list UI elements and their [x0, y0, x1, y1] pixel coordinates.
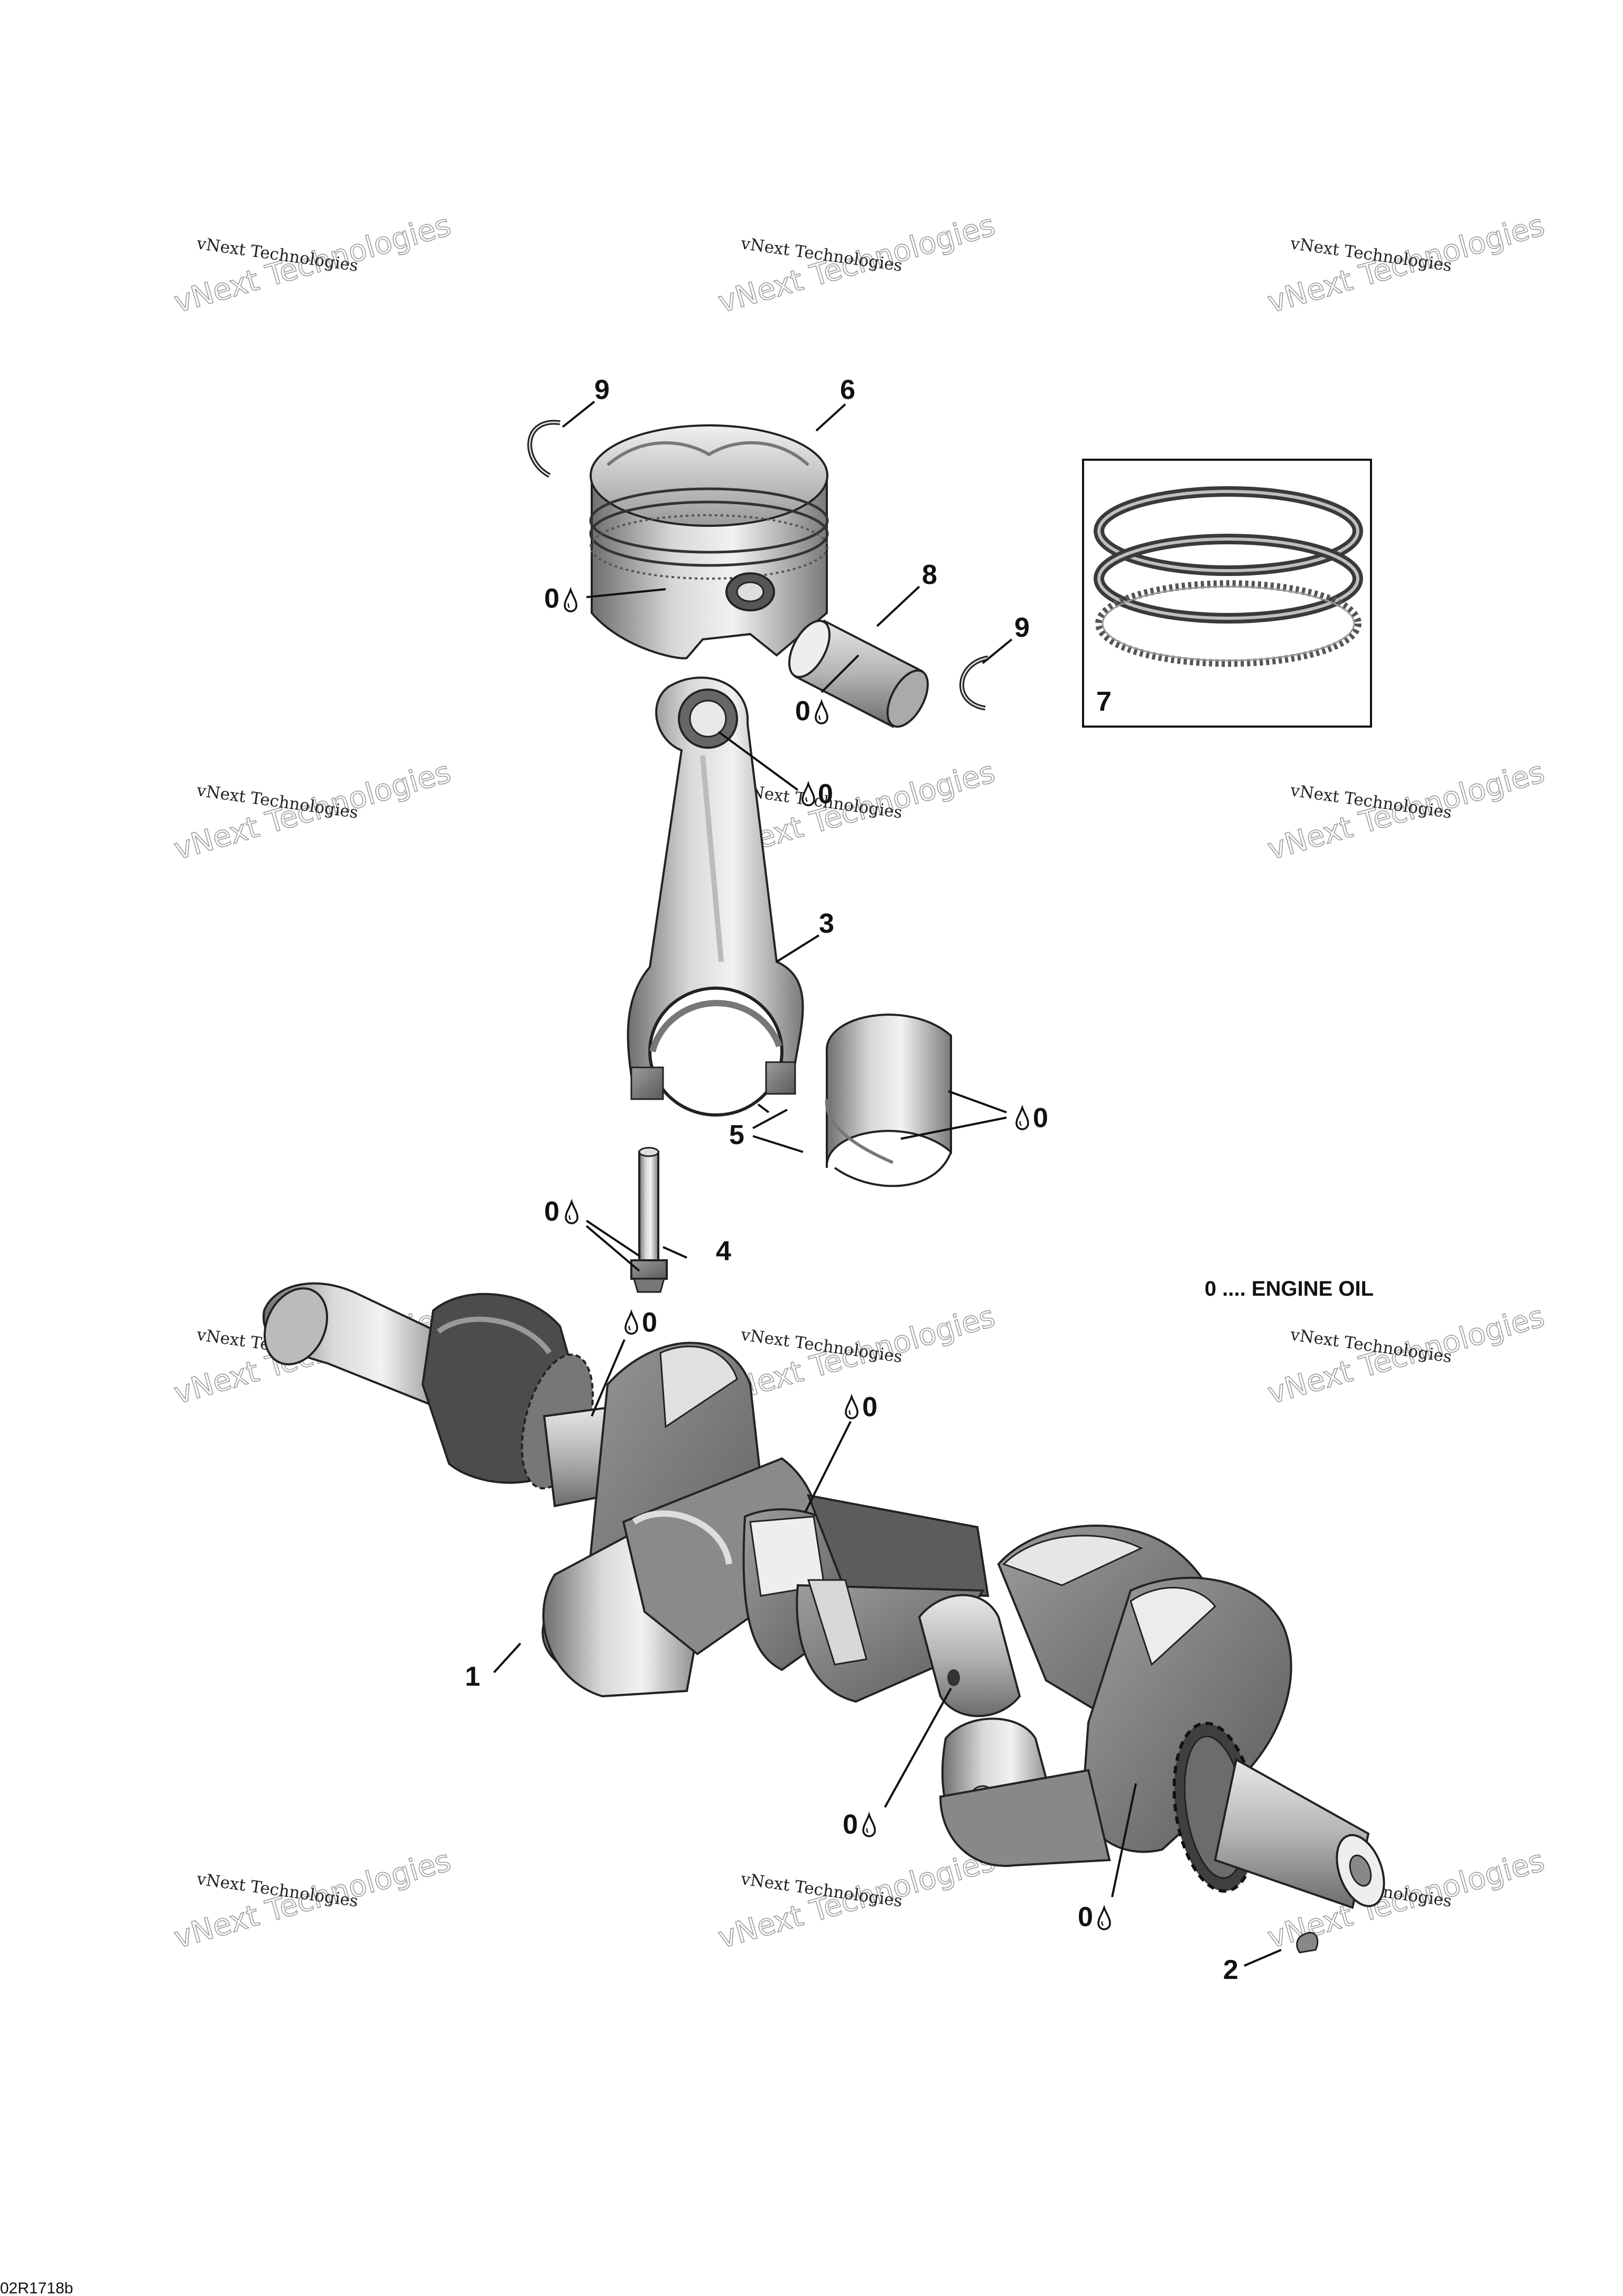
- oil-marker-pin: 0: [795, 696, 828, 727]
- callout-3: 3: [819, 908, 834, 939]
- watermark: vNext Technologies vNext Technologies: [1263, 1299, 1549, 1411]
- oil-marker-crankpin-1: 0: [845, 1392, 878, 1423]
- callout-6: 6: [840, 375, 855, 405]
- callout-5: 5: [729, 1120, 744, 1150]
- svg-text:0: 0: [795, 696, 810, 727]
- oil-marker-bearings: 0: [1015, 1103, 1048, 1133]
- watermark: vNext Technologies vNext Technologies: [170, 755, 455, 867]
- oil-drop-icon: [845, 1396, 859, 1419]
- oil-marker-journal-1: 0: [624, 1307, 657, 1338]
- svg-text:0: 0: [642, 1307, 657, 1338]
- engine-oil-markers: 0 0 0 0 0 0 0 0: [544, 583, 1111, 1932]
- diagram-reference-code: 02R1718b: [0, 2280, 73, 2296]
- rod-bearing-shells: [825, 1014, 952, 1187]
- woodruff-key: [1296, 1931, 1319, 1954]
- oil-drop-icon: [565, 1201, 579, 1224]
- piston-ring-set: [1094, 486, 1363, 667]
- crankshaft: [262, 1282, 1385, 1909]
- oil-marker-crankpin-2: 0: [1078, 1902, 1111, 1932]
- watermark: vNext Technologies vNext Technologies: [170, 208, 455, 320]
- svg-text:0: 0: [544, 583, 559, 614]
- svg-text:0: 0: [862, 1392, 878, 1423]
- watermark: vNext Technologies vNext Technologies: [714, 1843, 999, 1956]
- oil-marker-bolt: 0: [544, 1196, 579, 1227]
- watermark: vNext Technologies vNext Technologies: [1263, 755, 1549, 867]
- oil-drop-icon: [801, 783, 815, 806]
- oil-drop-icon: [1015, 1107, 1029, 1130]
- circlip-left: [527, 420, 561, 478]
- engine-oil-legend: 0 .... ENGINE OIL: [1205, 1277, 1374, 1300]
- callout-7: 7: [1096, 686, 1112, 717]
- svg-text:0: 0: [1078, 1902, 1093, 1932]
- oil-marker-center-journal: 0: [843, 1809, 876, 1840]
- oil-drop-icon: [564, 589, 577, 612]
- callout-labels: 1 2 3 4 5 6 7 8 9 9: [465, 375, 1238, 1985]
- connecting-rod: [627, 676, 804, 1117]
- piston: [589, 424, 829, 659]
- callout-1: 1: [465, 1661, 480, 1692]
- callout-2: 2: [1223, 1955, 1238, 1985]
- callout-9-right: 9: [1014, 612, 1030, 643]
- watermark: vNext Technologies vNext Technologies: [714, 208, 999, 320]
- leader-lines: [493, 401, 1282, 1967]
- svg-text:0: 0: [544, 1196, 559, 1227]
- callout-8: 8: [922, 560, 937, 590]
- piston-pin: [788, 619, 929, 728]
- watermark: vNext Technologies vNext Technologies: [170, 1843, 455, 1956]
- watermark: vNext Technologies vNext Technologies: [714, 1299, 999, 1411]
- oil-marker-rod-small-end: 0: [801, 779, 833, 810]
- svg-text:0: 0: [843, 1809, 858, 1840]
- svg-text:0: 0: [818, 779, 833, 810]
- oil-marker-piston: 0: [544, 583, 577, 614]
- piston-ring-set-box: [1082, 459, 1372, 728]
- circlip-right: [959, 655, 988, 711]
- watermark: vNext Technologies vNext Technologies: [1263, 208, 1549, 320]
- oil-drop-icon: [1097, 1907, 1111, 1930]
- callout-4: 4: [716, 1236, 731, 1267]
- callout-9-left: 9: [594, 375, 610, 405]
- svg-text:0: 0: [1033, 1103, 1048, 1133]
- oil-drop-icon: [815, 701, 828, 724]
- oil-drop-icon: [624, 1311, 638, 1335]
- oil-drop-icon: [862, 1814, 876, 1837]
- rod-bolt: [630, 1147, 668, 1293]
